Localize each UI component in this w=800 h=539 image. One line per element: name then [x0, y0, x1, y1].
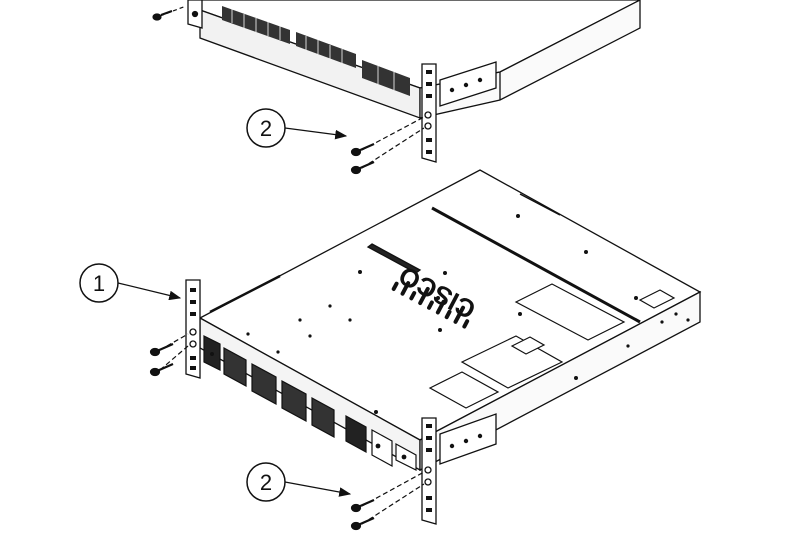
screw — [149, 362, 174, 377]
top-screws — [350, 116, 425, 175]
svg-text:2: 2 — [260, 116, 272, 141]
callout-top-screws: 2 — [246, 108, 348, 148]
top-left-screws — [152, 5, 187, 21]
bottom-left-screws — [149, 333, 189, 377]
top-left-rack-rail — [187, 0, 203, 29]
screw — [350, 498, 375, 513]
svg-text:2: 2 — [260, 470, 272, 495]
bottom-switch-top-features — [246, 214, 690, 414]
screw — [149, 342, 174, 357]
top-right-rack-rail — [421, 63, 437, 163]
bottom-screws — [350, 471, 425, 531]
callout-left-bracket: 1 — [79, 263, 182, 303]
screw — [350, 516, 375, 531]
bottom-left-rack-rail — [185, 279, 201, 379]
top-switch — [199, 0, 641, 119]
bottom-side-bracket — [439, 413, 497, 465]
bottom-switch — [198, 169, 702, 472]
screw — [350, 142, 375, 157]
bottom-right-rack-rail — [421, 417, 437, 525]
screw — [350, 160, 375, 175]
front-fan-modules — [203, 335, 417, 471]
svg-text:1: 1 — [93, 271, 105, 296]
callout-bottom-screws: 2 — [246, 462, 352, 502]
